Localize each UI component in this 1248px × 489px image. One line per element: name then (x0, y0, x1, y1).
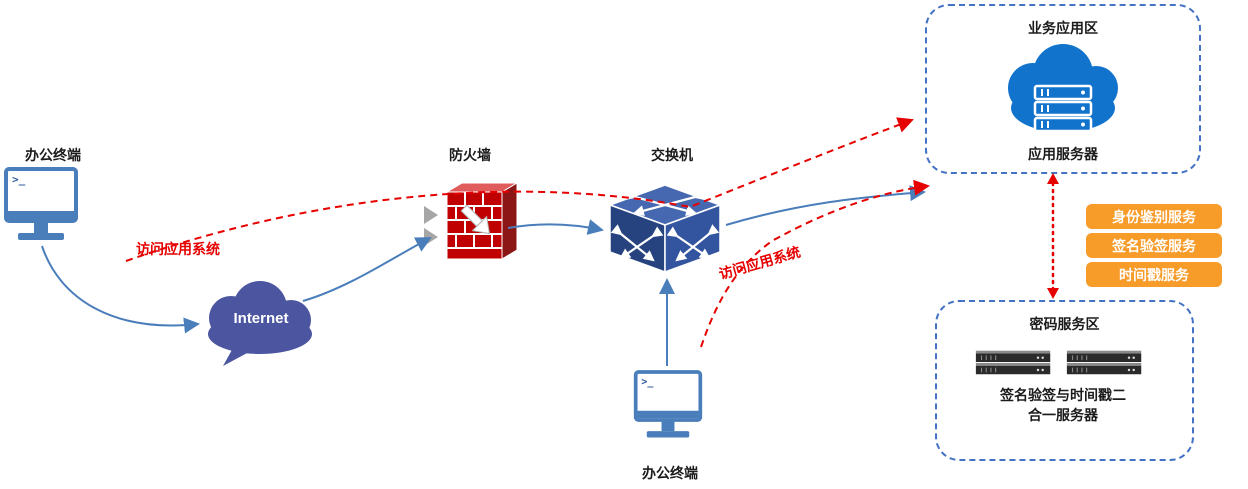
svg-text:>_: >_ (12, 173, 26, 186)
svg-text:>_: >_ (641, 377, 654, 388)
terminal-bottom-icon: >_ (633, 370, 703, 438)
firewall-icon (424, 182, 519, 260)
switch-icon (607, 184, 723, 274)
flow-bottom-label: 访问应用系统 (717, 243, 803, 283)
switch-label: 交换机 (651, 147, 693, 163)
crypto-server-icon-1 (975, 350, 1051, 375)
service-list: 身份鉴别服务 签名验签服务 时间戳服务 (1086, 204, 1222, 287)
internet-label: Internet (233, 310, 289, 327)
service-pill-signature: 签名验签服务 (1086, 233, 1222, 258)
app-server-label: 应用服务器 (1028, 146, 1098, 162)
business-zone-title: 业务应用区 (1028, 20, 1098, 36)
app-server-cloud-icon (1008, 44, 1118, 133)
business-zone: 业务应用区 应用服务器 (925, 4, 1201, 174)
service-pill-timestamp: 时间戳服务 (1086, 262, 1222, 287)
crypto-server-icon-2 (1066, 350, 1142, 375)
crypto-zone: 密码服务区 (935, 300, 1194, 461)
terminal-left-label: 办公终端 (25, 147, 81, 163)
zone-link (1047, 173, 1059, 299)
service-pill-identity: 身份鉴别服务 (1086, 204, 1222, 229)
firewall-label: 防火墙 (449, 147, 491, 163)
terminal-left-icon: >_ (4, 167, 78, 240)
internet-cloud-icon (208, 281, 312, 366)
flow-left-label: 访问应用系统 (136, 241, 220, 257)
crypto-zone-title: 密码服务区 (1029, 316, 1100, 332)
crypto-server-label: 签名验签与时间戳二合一服务器 (1000, 387, 1126, 424)
terminal-bottom-label: 办公终端 (642, 465, 698, 481)
